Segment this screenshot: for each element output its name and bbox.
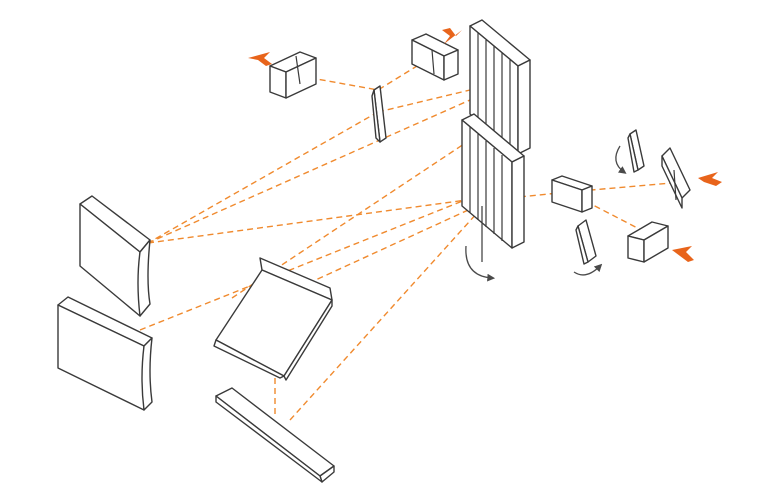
slit-mirror-left <box>269 51 317 99</box>
arrow-in-icon <box>672 246 694 262</box>
grating-lower <box>461 113 525 262</box>
beam-path <box>231 139 471 299</box>
slit-mirror-right <box>411 33 459 81</box>
beam-path <box>289 211 479 421</box>
beam-path <box>377 89 471 113</box>
arrow-in-icon <box>698 172 722 186</box>
beam-path <box>147 198 475 244</box>
tilt-mirror-lower <box>575 219 597 265</box>
large-mirror-upper <box>79 195 151 317</box>
rotation-arrow-icon <box>615 145 627 174</box>
center-slab-mirror <box>213 257 333 381</box>
beam-combiner <box>661 147 691 209</box>
arrow-out-icon <box>442 28 462 44</box>
arrow-out-icon <box>248 52 272 66</box>
rotation-arrow-icon <box>573 263 603 276</box>
beam-path <box>147 111 379 244</box>
small-cube <box>551 175 593 213</box>
bottom-plate <box>215 387 335 483</box>
tilt-mirror-upper <box>627 129 645 173</box>
rotation-arrow-icon <box>465 245 496 282</box>
output-arrows <box>248 28 462 66</box>
beam-path <box>299 57 431 91</box>
entrance-slit <box>627 221 669 263</box>
beam-paths <box>139 57 673 421</box>
input-arrows <box>672 172 722 262</box>
thin-plate <box>371 85 387 143</box>
large-mirror-lower <box>57 296 153 411</box>
beam-path <box>147 91 489 244</box>
